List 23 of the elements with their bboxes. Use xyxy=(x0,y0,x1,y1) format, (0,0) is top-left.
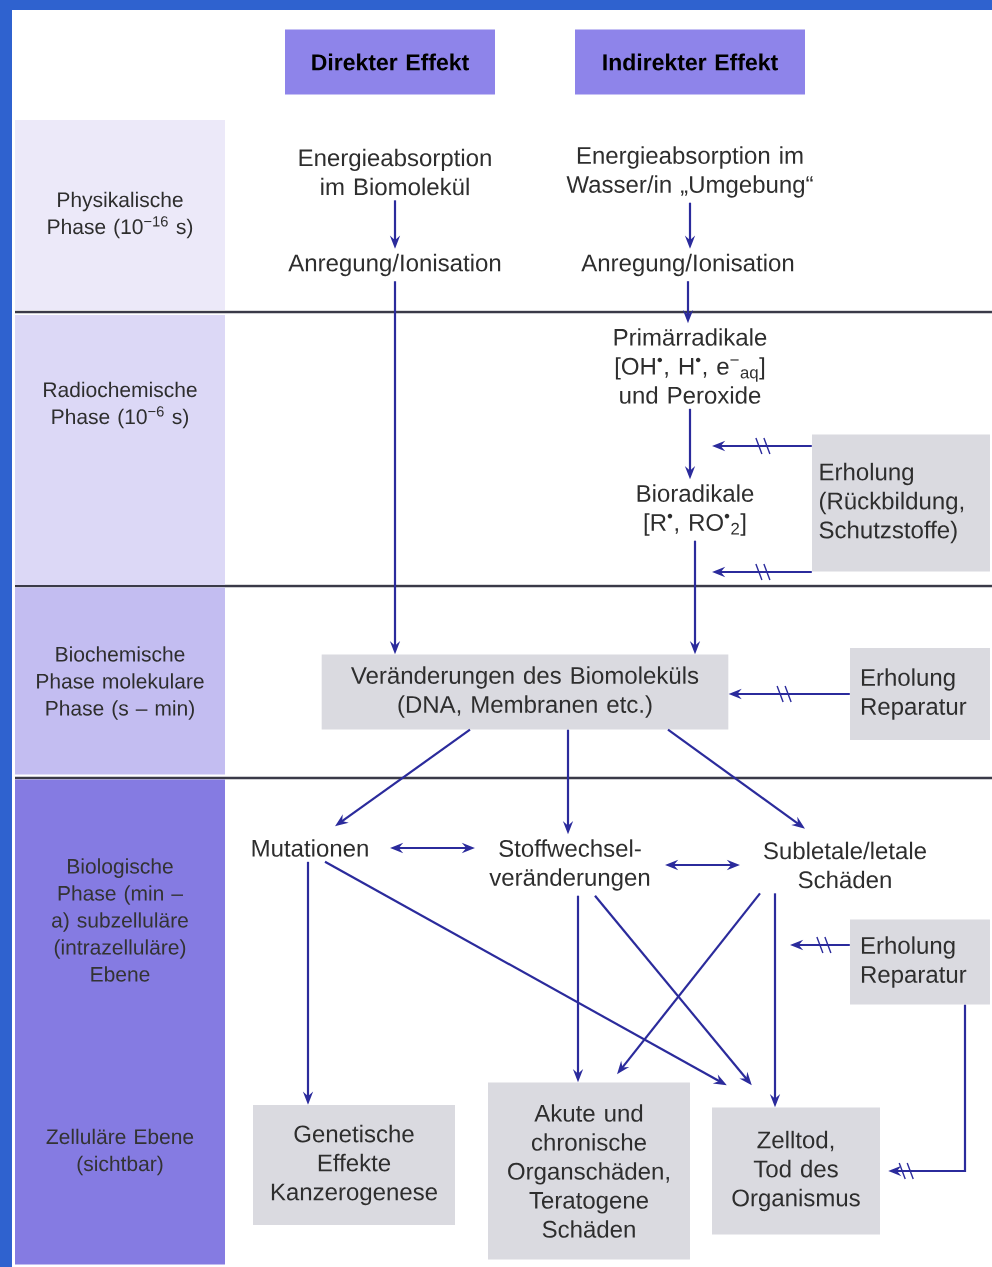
flow-text: Energieabsorption im Wasser/in „Umgebung“ xyxy=(566,146,813,198)
flow-text: Primärradikale [OH$^{•}$, H$^{•}$, e$^{−}$$_{aq}$] und Peroxide xyxy=(614,328,767,404)
flow-text: Subletale/letale Schäden xyxy=(764,841,926,889)
column-header: Direkter Effekt xyxy=(285,29,495,95)
flow-text: Bioradikale [R$^{•}$, RO$^{•}$$_{2}$] xyxy=(637,484,754,536)
process-box: Zelltod, Tod des Organismus xyxy=(712,1107,880,1235)
phase-label: Physikalische Phase (10$^{−16}$ s) xyxy=(48,191,193,239)
flow-text: Anregung/Ionisation xyxy=(581,253,794,277)
flow-text: Mutationen xyxy=(252,839,368,857)
process-box: Erholung Reparatur xyxy=(850,648,990,740)
phase-label: Biochemische Phase molekulare Phase (s – min) xyxy=(37,646,204,720)
phase-label: Zelluläre Ebene (sichtbar) xyxy=(46,1128,194,1176)
process-box: Genetische Effekte Kanzerogenese xyxy=(253,1105,455,1225)
flow-text: Stoffwechsel- veränderungen xyxy=(489,839,650,891)
flow-text: Anregung/Ionisation xyxy=(288,253,501,277)
phase-label: Radiochemische Phase (10$^{−6}$ s) xyxy=(44,381,197,429)
process-box: Erholung Reparatur xyxy=(850,919,990,1005)
process-box: Veränderungen des Biomoleküls (DNA, Membranen etc.) xyxy=(321,654,729,730)
flow-text: Energieabsorption im Biomolekül xyxy=(299,148,491,196)
phase-label: Biologische Phase (min – a) subzelluläre (intrazelluläre) Ebene xyxy=(52,858,188,982)
process-box: Akute und chronische Organschäden, Teratogene Schäden xyxy=(488,1082,690,1260)
process-box: Erholung (Rückbildung, Schutzstoffe) xyxy=(812,434,990,572)
column-header: Indirekter Effekt xyxy=(575,29,805,95)
